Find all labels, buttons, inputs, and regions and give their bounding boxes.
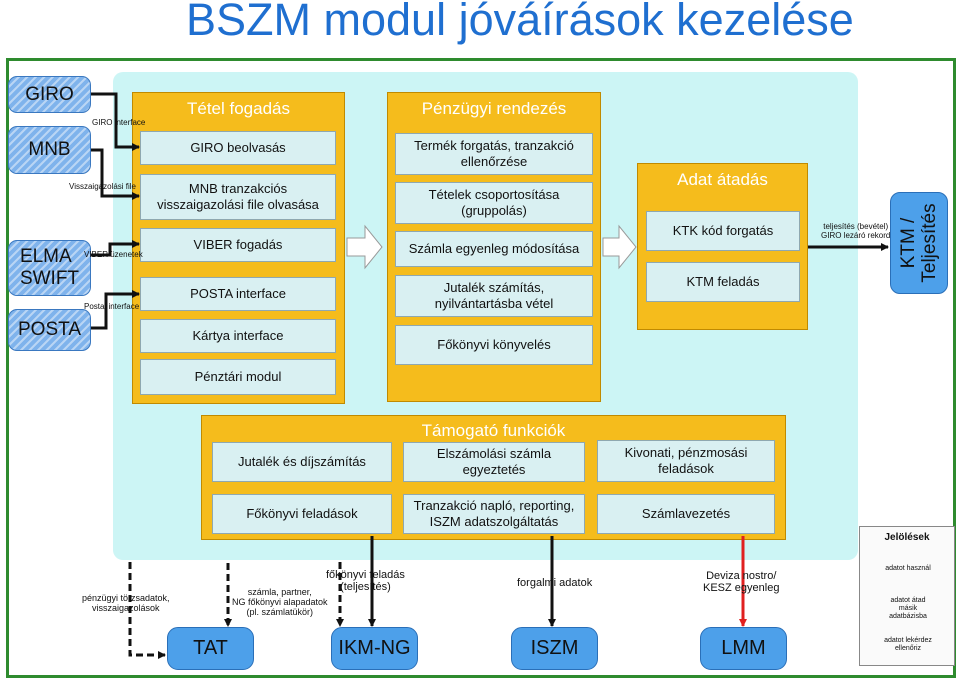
page-title: BSZM modul jóváírások kezelése <box>186 0 854 45</box>
viber-fogadas-box: VIBER fogadás <box>140 228 336 262</box>
legend-title: Jelölések <box>884 532 930 543</box>
mnb-input-arrow <box>91 148 140 200</box>
penztari-modul-box: Pénztári modul <box>140 359 336 395</box>
giro-input-arrow <box>91 92 140 151</box>
mnb-system: MNB <box>8 126 91 174</box>
ktk-kod-forgatas-box: KTK kód forgatás <box>646 211 800 251</box>
fokonyvi-feladas-label: főkönyvi feladás (teljesítés) <box>326 569 405 593</box>
viber-input-arrow <box>91 240 140 257</box>
ktm-teljesites-system: KTM / Teljesítés <box>890 192 948 294</box>
legend-item-uses: adatot használ <box>885 565 931 572</box>
tat-system: TAT <box>167 627 254 670</box>
giro-system: GIRO <box>8 76 91 113</box>
tranzakcio-naplo-box: Tranzakció napló, reporting, ISZM adatsz… <box>403 494 585 534</box>
iszm-system: ISZM <box>511 627 598 670</box>
szamla-egyenleg-box: Számla egyenleg módosítása <box>395 231 593 267</box>
kartya-interface-box: Kártya interface <box>140 319 336 353</box>
kivonati-feladasok-box: Kivonati, pénzmosási feladások <box>597 440 775 482</box>
torzsadatok-label: pénzügyi törzsadatok, visszaigazolások <box>82 593 170 613</box>
deviza-nostro-label: Deviza nostro/ KESZ egyenleg <box>703 570 780 594</box>
fokonyvi-konyveles-box: Főkönyvi könyvelés <box>395 325 593 365</box>
postai-interface-label: Postai interface <box>84 302 140 311</box>
posta-system: POSTA <box>8 309 91 351</box>
fokonyvi-feladasok-box: Főkönyvi feladások <box>212 494 392 534</box>
giro-beolvasas-box: GIRO beolvasás <box>140 131 336 165</box>
tetelek-csoportositasa-box: Tételek csoportosítása (gruppolás) <box>395 182 593 224</box>
section-title: Támogató funkciók <box>421 421 566 440</box>
section-title: Adat átadás <box>677 170 768 189</box>
legend-item-queries: adatot lekérdez ellenőriz <box>884 637 932 652</box>
mnb-file-olvasas-box: MNB tranzakciós visszaigazolási file olv… <box>140 174 336 220</box>
ikm-ng-system: IKM-NG <box>331 627 418 670</box>
section-title: Pénzügyi rendezés <box>421 99 567 118</box>
visszaigazolasi-file-label: Visszaigazolási file <box>69 182 136 191</box>
forgalmi-adatok-label: forgalmi adatok <box>517 577 593 589</box>
diagram-frame <box>6 58 956 678</box>
legend: Jelölések adatot használ adatot átad más… <box>859 526 955 666</box>
elma-swift-system: ELMA SWIFT <box>8 240 91 296</box>
posta-input-arrow <box>91 290 140 330</box>
block-arrow-2 <box>602 224 637 270</box>
posta-interface-box: POSTA interface <box>140 277 336 311</box>
termek-forgatas-box: Termék forgatás, tranzakció ellenőrzése <box>395 133 593 175</box>
teljesites-label: teljesítés (bevétel) GIRO lezáró rekord <box>821 222 891 240</box>
legend-item-transfers: adatot átad másik adatbázisba <box>889 597 927 620</box>
szamlavezetes-box: Számlavezetés <box>597 494 775 534</box>
jutalek-szamitas-box: Jutalék számítás, nyilvántartásba vétel <box>395 275 593 317</box>
block-arrow-1 <box>346 224 383 270</box>
elszamolasi-szamla-box: Elszámolási számla egyeztetés <box>403 442 585 482</box>
ktm-feladas-box: KTM feladás <box>646 262 800 302</box>
lmm-system: LMM <box>700 627 787 670</box>
section-title: Tétel fogadás <box>186 99 290 118</box>
tat-connector <box>128 562 166 659</box>
szamla-partner-label: számla, partner, NG főkönyvi alapadatok … <box>232 587 328 617</box>
viber-uzenetek-label: VIBER üzenetek <box>84 250 143 259</box>
jutalek-dijszamitas-box: Jutalék és díjszámítás <box>212 442 392 482</box>
giro-interface-label: GIRO interface <box>92 118 146 127</box>
